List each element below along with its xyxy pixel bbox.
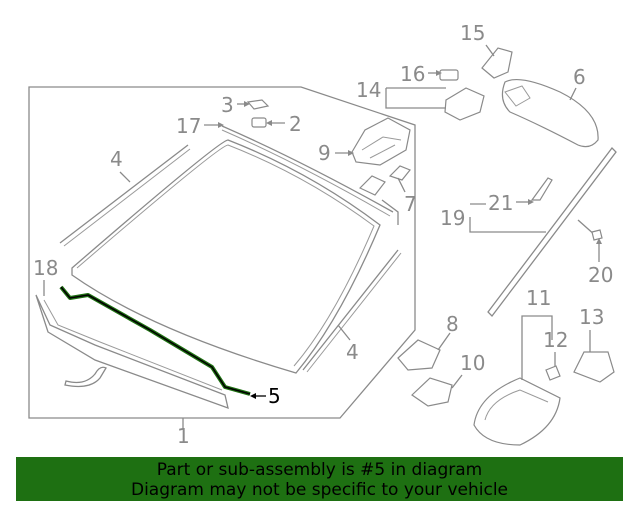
top-molding bbox=[221, 125, 394, 213]
parts-diagram: 1 2 3 4 4 5 6 7 8 9 10 11 12 13 14 15 16… bbox=[28, 21, 617, 448]
leader-10 bbox=[451, 374, 463, 389]
bottom-bracket bbox=[64, 366, 107, 388]
leader-14 bbox=[385, 87, 446, 109]
top-molding-inner bbox=[221, 129, 391, 217]
callout-2: 2 bbox=[289, 112, 302, 136]
arrow-3 bbox=[244, 101, 250, 107]
part-9-bracket-detail bbox=[361, 136, 402, 159]
upper-right-rail bbox=[381, 199, 399, 225]
callout-14: 14 bbox=[356, 78, 381, 102]
part-6-mirror-mount bbox=[504, 85, 531, 107]
footer-line-2: Diagram may not be specific to your vehi… bbox=[130, 480, 508, 500]
part-2-clip bbox=[251, 117, 267, 128]
callout-3: 3 bbox=[221, 93, 234, 117]
leader-4a bbox=[119, 171, 131, 183]
part-5-seal-core bbox=[60, 286, 251, 395]
leader-8 bbox=[437, 332, 451, 351]
arrow-16 bbox=[436, 70, 442, 76]
part-7-sensor bbox=[388, 165, 411, 181]
arrow-5 bbox=[250, 393, 256, 399]
lower-cowl-inner bbox=[43, 299, 223, 391]
leader-15 bbox=[485, 44, 495, 57]
part-11-cover-detail bbox=[484, 389, 549, 421]
arrow-21 bbox=[528, 199, 534, 205]
left-side-molding-inner bbox=[63, 148, 191, 247]
leader-4b bbox=[337, 324, 351, 341]
arrow-17 bbox=[218, 122, 224, 128]
part-19-pillar-trim bbox=[487, 147, 617, 317]
part-13-bracket bbox=[573, 351, 615, 383]
windshield-glass bbox=[71, 139, 381, 374]
part-11-cover bbox=[473, 377, 561, 446]
part-20-screw-head bbox=[591, 229, 603, 241]
callout-9: 9 bbox=[318, 141, 331, 165]
arrow-20 bbox=[596, 238, 602, 244]
arrow-9 bbox=[348, 150, 354, 156]
callout-16: 16 bbox=[400, 62, 425, 86]
callout-4-left: 4 bbox=[110, 147, 123, 171]
part-16-pad bbox=[439, 69, 459, 81]
leader-11 bbox=[521, 315, 553, 380]
part-15-cover bbox=[481, 47, 513, 79]
part-12-clip bbox=[545, 365, 561, 381]
part-21-clip bbox=[530, 177, 553, 201]
part-3-clip bbox=[246, 99, 270, 110]
callout-11: 11 bbox=[526, 286, 551, 310]
callout-15: 15 bbox=[460, 21, 485, 45]
callout-10: 10 bbox=[460, 351, 485, 375]
windshield-panel-outline bbox=[28, 86, 416, 419]
part-6-mirror bbox=[501, 79, 599, 148]
windshield-glass-edge bbox=[76, 144, 375, 367]
leader-6 bbox=[569, 87, 577, 101]
leader-7 bbox=[397, 177, 406, 193]
callout-21: 21 bbox=[488, 191, 513, 215]
callout-13: 13 bbox=[579, 305, 604, 329]
arrow-2 bbox=[266, 120, 272, 126]
leader-19 bbox=[469, 203, 546, 233]
callout-17: 17 bbox=[176, 114, 201, 138]
callout-8: 8 bbox=[446, 312, 459, 336]
part-5-seal bbox=[59, 285, 251, 396]
callout-4-right: 4 bbox=[346, 340, 359, 364]
part-14-module bbox=[444, 87, 485, 121]
lower-cowl bbox=[35, 294, 229, 410]
callout-6: 6 bbox=[573, 65, 586, 89]
part-8-bracket bbox=[397, 339, 441, 371]
right-side-molding-inner bbox=[306, 252, 402, 373]
callout-19: 19 bbox=[440, 206, 465, 230]
footer-line-1: Part or sub-assembly is #5 in diagram bbox=[156, 460, 483, 480]
callout-1: 1 bbox=[177, 424, 190, 448]
callout-18: 18 bbox=[33, 256, 58, 280]
callout-7: 7 bbox=[404, 192, 417, 216]
left-side-molding bbox=[59, 144, 189, 244]
footer-banner: Part or sub-assembly is #5 in diagram Di… bbox=[16, 457, 623, 501]
callout-12: 12 bbox=[543, 328, 568, 352]
part-9-bracket bbox=[351, 117, 411, 166]
part-10-bracket bbox=[411, 377, 453, 407]
callout-5: 5 bbox=[268, 384, 281, 408]
right-side-molding bbox=[302, 249, 399, 371]
part-7-cover bbox=[358, 175, 386, 196]
callout-20: 20 bbox=[588, 263, 613, 287]
